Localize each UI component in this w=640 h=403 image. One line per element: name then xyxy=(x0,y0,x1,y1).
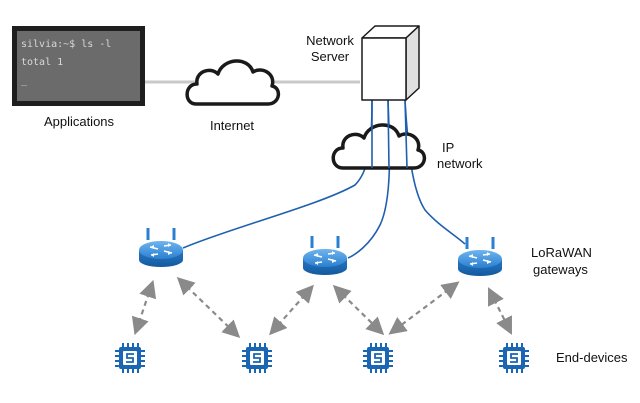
backhaul-link-gw3 xyxy=(404,99,466,245)
internet-cloud-icon xyxy=(185,59,281,106)
chip-icon xyxy=(114,342,146,374)
network-server-label-line1: Network xyxy=(306,33,354,48)
end-device-3 xyxy=(362,342,394,374)
radio-link xyxy=(176,276,241,339)
radio-link xyxy=(131,279,157,336)
end-device-4 xyxy=(498,342,530,374)
terminal-line-3: _ xyxy=(21,75,28,86)
backhaul-links-through-cloud xyxy=(371,99,408,169)
gateways-label-line2: gateways xyxy=(533,262,588,277)
gateway-2 xyxy=(301,234,349,277)
ip-label-line1: IP xyxy=(442,140,454,155)
radio-link xyxy=(388,281,460,335)
ip-network-cloud-icon xyxy=(331,123,427,170)
end-devices-label: End-devices xyxy=(556,350,628,365)
applications-label: Applications xyxy=(44,114,115,129)
terminal-screen-icon: silvia:~$ ls -l total 1 _ xyxy=(12,26,145,106)
server-box-icon xyxy=(361,25,420,101)
radio-links xyxy=(131,276,512,339)
router-icon xyxy=(301,234,349,277)
chip-icon xyxy=(498,342,530,374)
internet-label: Internet xyxy=(210,118,254,133)
terminal-line-1: silvia:~$ ls -l xyxy=(21,39,111,50)
terminal-line-2: total 1 xyxy=(21,57,63,68)
chip-icon xyxy=(362,342,394,374)
radio-link xyxy=(269,284,314,336)
router-icon xyxy=(137,226,185,269)
end-device-2 xyxy=(241,342,273,374)
chip-icon xyxy=(241,342,273,374)
ip-label-line2: network xyxy=(437,156,483,171)
gateway-1 xyxy=(137,226,185,269)
network-server-label-line2: Server xyxy=(311,49,350,64)
gateways-label-line1: LoRaWAN xyxy=(531,245,592,260)
end-device-1 xyxy=(114,342,146,374)
radio-link xyxy=(488,287,512,335)
radio-link xyxy=(332,284,385,336)
